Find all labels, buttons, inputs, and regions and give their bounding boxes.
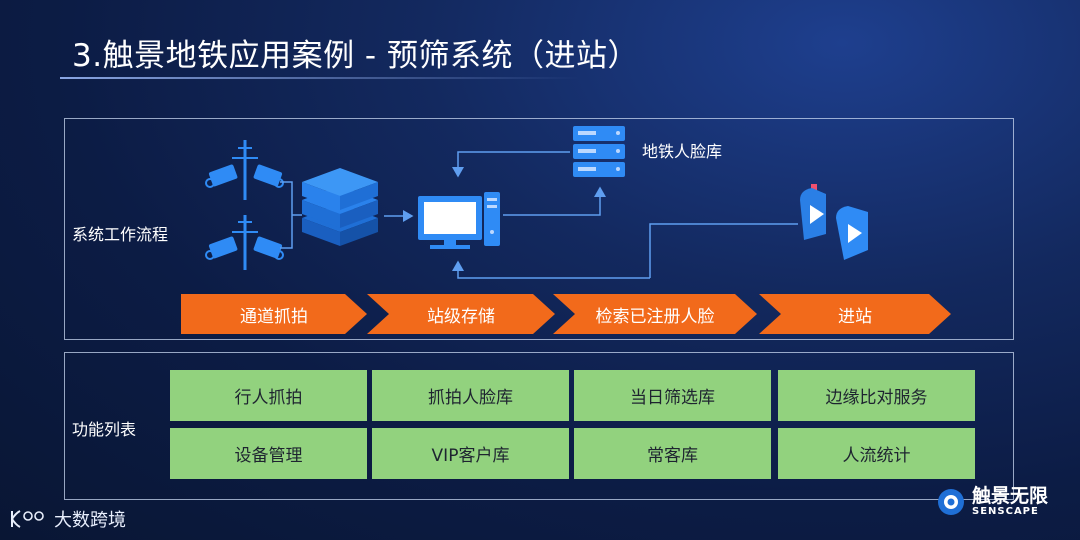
camera-icon xyxy=(205,215,284,270)
camera-connector xyxy=(280,181,302,249)
flow-arrow xyxy=(503,186,606,216)
workflow-step: 站级存储 xyxy=(367,294,555,334)
computer-icon xyxy=(418,192,500,249)
features-label: 功能列表 xyxy=(72,420,137,439)
feature-item: 行人抓拍 xyxy=(170,370,367,421)
workflow-panel xyxy=(64,118,1014,340)
watermark-text: 大数跨境 xyxy=(54,510,126,531)
workflow-step: 检索已注册人脸 xyxy=(553,294,757,334)
flow-arrow xyxy=(452,260,650,279)
features-panel xyxy=(64,352,1014,500)
page-title: 3.触景地铁应用案例 - 预筛系统（进站） xyxy=(72,38,639,74)
turnstile-gate-icon xyxy=(800,184,868,260)
brand-logo: 触景无限 SENSCAPE xyxy=(936,486,1048,518)
watermark: 大数跨境 xyxy=(8,506,126,532)
senscape-logo-icon xyxy=(938,489,964,515)
workflow-label: 系统工作流程 xyxy=(72,225,169,244)
flow-line xyxy=(649,223,798,278)
brand-name-cn: 触景无限 xyxy=(972,485,1049,507)
feature-item: VIP客户库 xyxy=(372,428,569,479)
storage-stack-icon xyxy=(302,168,378,246)
workflow-step: 进站 xyxy=(759,294,951,334)
feature-item: 设备管理 xyxy=(170,428,367,479)
title-underline xyxy=(60,77,580,79)
server-database-icon xyxy=(573,126,625,177)
camera-icon xyxy=(205,140,284,200)
feature-item: 常客库 xyxy=(574,428,771,479)
database-label: 地铁人脸库 xyxy=(642,142,723,161)
flow-arrow xyxy=(452,151,570,178)
brand-name-en: SENSCAPE xyxy=(972,506,1039,517)
feature-item: 边缘比对服务 xyxy=(778,370,975,421)
watermark-logo-icon xyxy=(11,510,44,528)
workflow-step: 通道抓拍 xyxy=(181,294,367,334)
feature-item: 抓拍人脸库 xyxy=(372,370,569,421)
feature-item: 当日筛选库 xyxy=(574,370,771,421)
workflow-steps: 通道抓拍 站级存储 检索已注册人脸 进站 xyxy=(181,294,951,334)
feature-item: 人流统计 xyxy=(778,428,975,479)
